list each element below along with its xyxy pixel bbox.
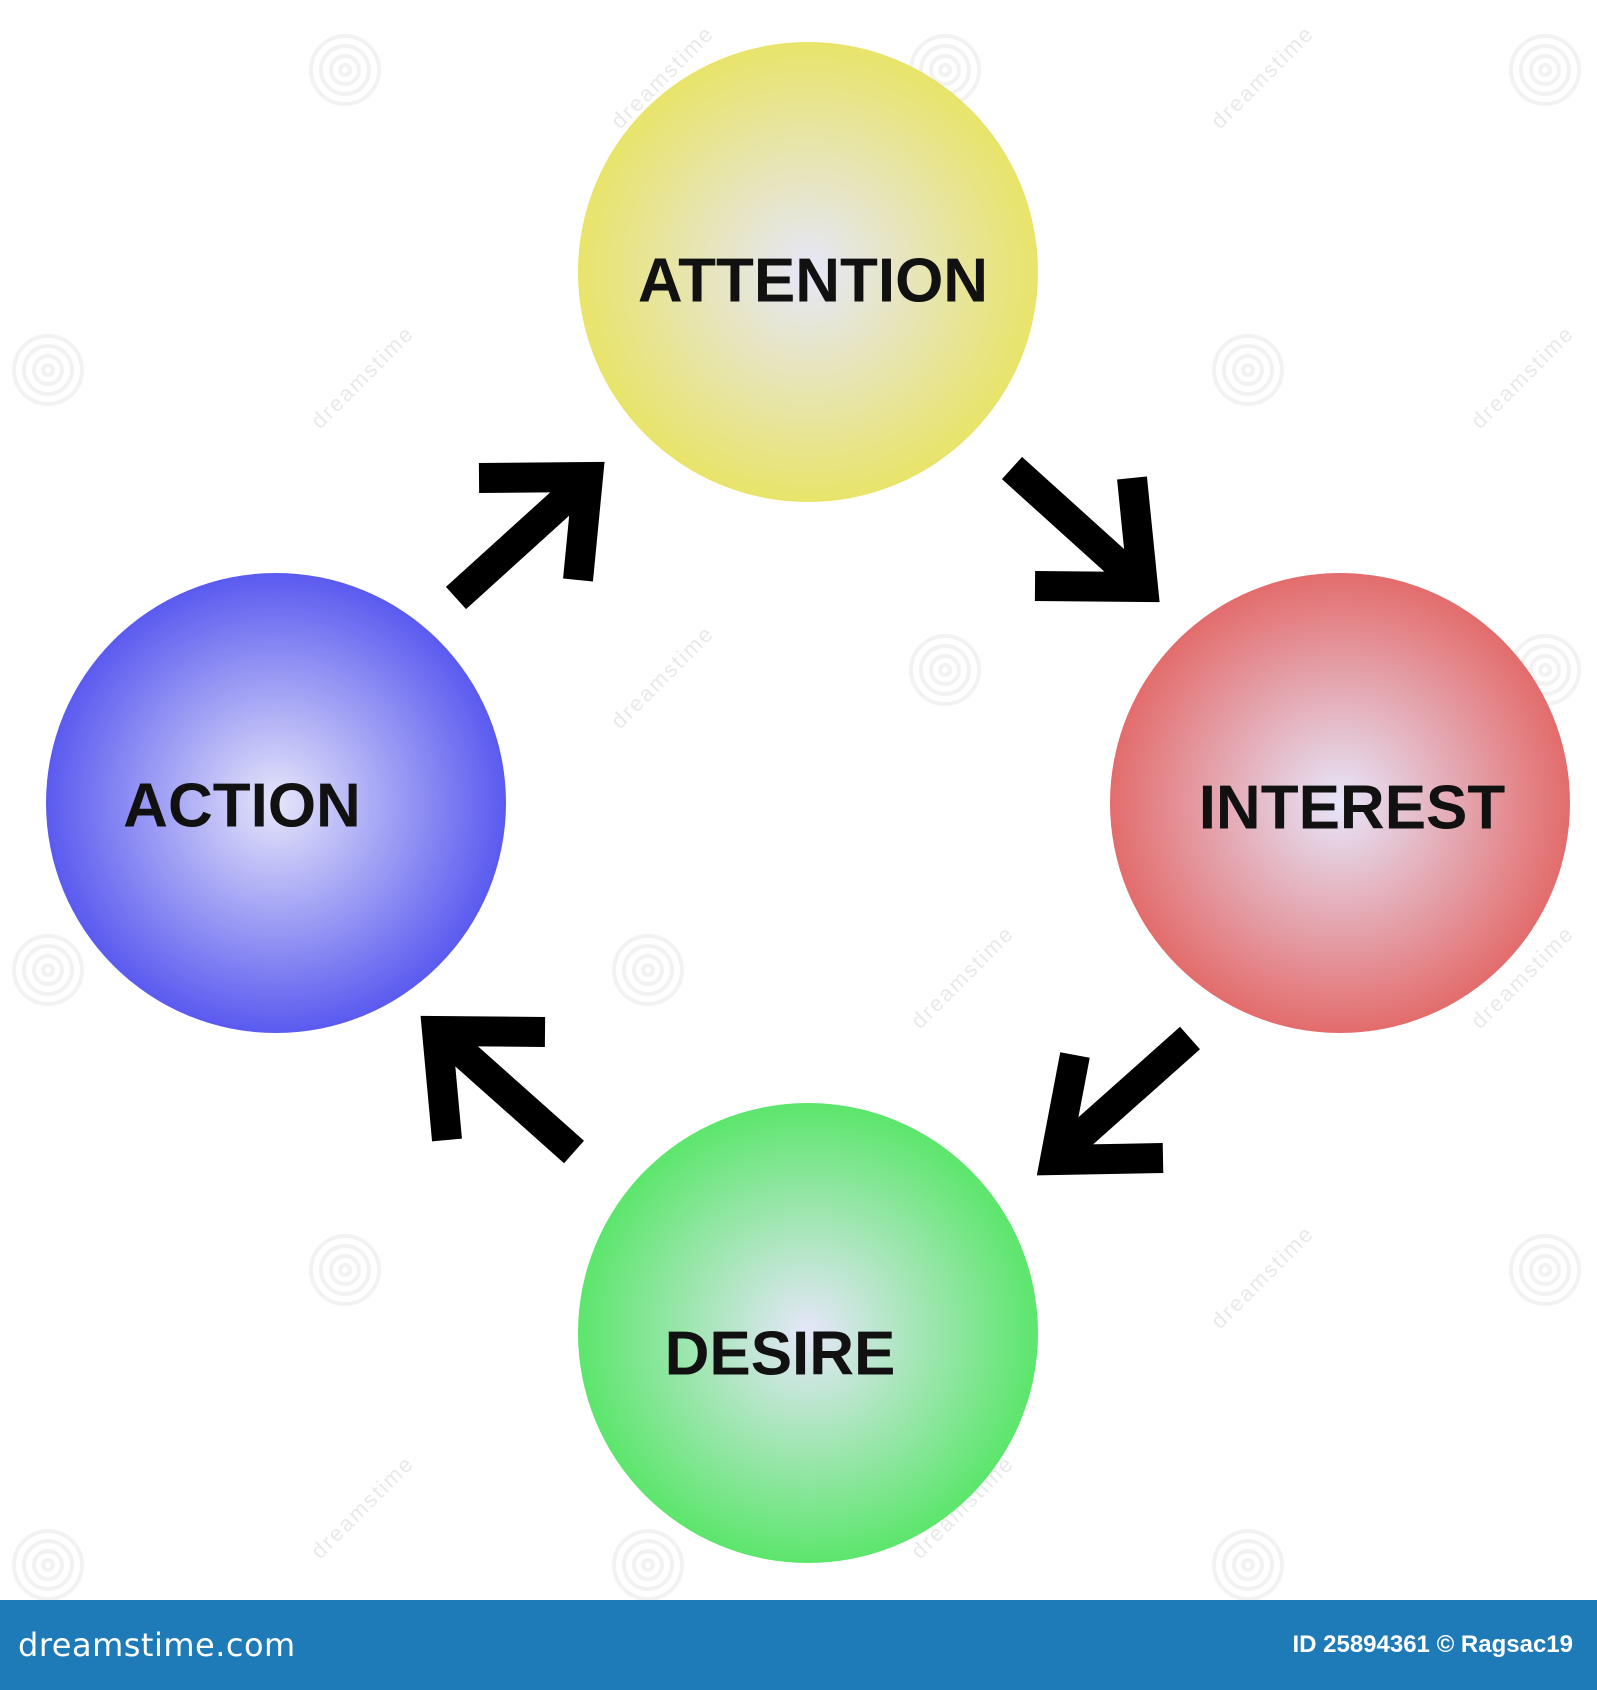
arrow-desire-to-action-head bbox=[420, 1015, 546, 1142]
node-attention-label: ATTENTION bbox=[638, 246, 988, 315]
node-action: ACTION bbox=[46, 573, 506, 1033]
node-action-circle bbox=[46, 573, 506, 1033]
arrow-desire-to-action bbox=[420, 1015, 584, 1164]
arrow-interest-to-desire bbox=[1036, 1026, 1200, 1176]
spiral-watermark-icon bbox=[1212, 334, 1284, 406]
spiral-watermark-icon bbox=[309, 34, 381, 106]
node-desire-label: DESIRE bbox=[665, 1319, 896, 1388]
spiral-watermark-icon bbox=[909, 634, 981, 706]
watermark-brand-text: dreamstime bbox=[306, 1450, 419, 1563]
node-interest-label: INTEREST bbox=[1199, 773, 1506, 842]
arrow-attention-to-interest bbox=[1001, 456, 1160, 603]
spiral-watermark-icon bbox=[612, 1529, 684, 1600]
spiral-watermark-icon bbox=[1509, 1234, 1581, 1306]
node-interest-circle bbox=[1110, 573, 1570, 1033]
watermark-brand-text: dreamstime bbox=[606, 620, 719, 733]
node-attention-circle bbox=[578, 42, 1038, 502]
arrow-action-to-attention bbox=[445, 461, 605, 610]
watermark-brand-text: dreamstime bbox=[906, 920, 1019, 1033]
node-attention: ATTENTION bbox=[578, 42, 1038, 502]
watermark-brand-text: dreamstime bbox=[306, 320, 419, 433]
node-desire: DESIRE bbox=[578, 1103, 1038, 1563]
spiral-watermark-icon bbox=[1212, 1529, 1284, 1600]
spiral-watermark-icon bbox=[12, 934, 84, 1006]
aida-cycle-diagram: dreamstime dreamstime dreamstime dreamstime… bbox=[12, 20, 1581, 1600]
arrow-attention-to-interest-head bbox=[1034, 476, 1160, 603]
spiral-watermark-icon bbox=[612, 934, 684, 1006]
arrow-attention-to-interest-shaft bbox=[1001, 456, 1147, 592]
arrow-action-to-attention-shaft bbox=[445, 470, 595, 610]
arrow-interest-to-desire-shaft bbox=[1052, 1026, 1200, 1164]
watermark-brand-text: dreamstime bbox=[1466, 320, 1579, 433]
arrow-desire-to-action-shaft bbox=[436, 1026, 584, 1164]
node-desire-circle bbox=[578, 1103, 1038, 1563]
spiral-watermark-icon bbox=[1509, 34, 1581, 106]
arrow-action-to-attention-head bbox=[478, 461, 605, 582]
watermark-brand-text: dreamstime bbox=[1206, 20, 1319, 133]
spiral-watermark-icon bbox=[12, 1529, 84, 1600]
arrow-interest-to-desire-head bbox=[1036, 1052, 1164, 1176]
node-interest: INTEREST bbox=[1110, 573, 1570, 1033]
spiral-watermark-icon bbox=[12, 334, 84, 406]
watermark-brand-text: dreamstime bbox=[1206, 1220, 1319, 1333]
footer-bar: dreamstime.com ID 25894361 © Ragsac19 bbox=[0, 1600, 1597, 1690]
footer-credit: ID 25894361 © Ragsac19 bbox=[1292, 1631, 1573, 1658]
spiral-watermark-icon bbox=[309, 1234, 381, 1306]
node-action-label: ACTION bbox=[123, 771, 361, 840]
footer-brand[interactable]: dreamstime.com bbox=[18, 1626, 296, 1664]
